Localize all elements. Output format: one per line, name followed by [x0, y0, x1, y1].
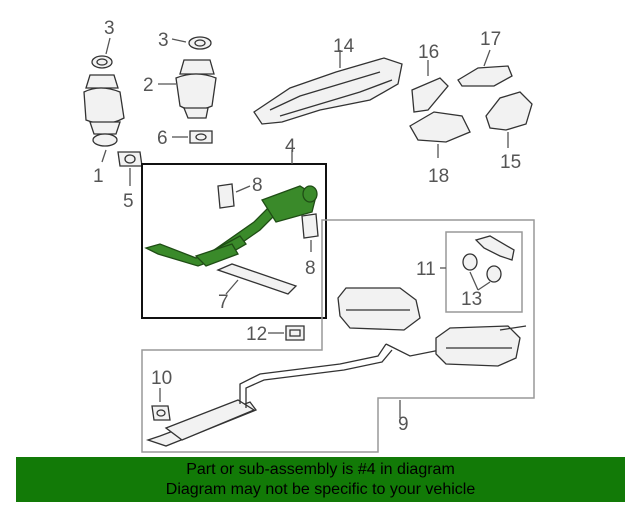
part-11-hanger[interactable]: [474, 235, 515, 261]
part-9-muffler-system[interactable]: [145, 287, 527, 447]
callout-10[interactable]: 10: [151, 368, 172, 389]
callout-17[interactable]: 17: [480, 29, 501, 50]
part-16-heat-shield[interactable]: [411, 77, 449, 113]
callout-6[interactable]: 6: [157, 128, 168, 149]
callout-1[interactable]: 1: [93, 166, 104, 187]
callout-9[interactable]: 9: [398, 414, 409, 435]
exhaust-parts-diagram: 3 1 5 3 2 6 14: [83, 18, 535, 453]
banner-line-1: Part or sub-assembly is #4 in diagram: [186, 461, 455, 478]
part-13-insulators[interactable]: [462, 253, 502, 283]
callout-15[interactable]: 15: [500, 152, 521, 173]
leader-1: [101, 149, 107, 163]
part-5-gasket[interactable]: [117, 151, 143, 167]
leader-3-left: [105, 37, 111, 55]
callout-8-lower[interactable]: 8: [305, 258, 316, 279]
part-8-insulator-lower[interactable]: [301, 213, 319, 239]
callout-5[interactable]: 5: [123, 191, 134, 212]
leader-7: [225, 279, 239, 295]
leader-8-upper: [235, 185, 251, 193]
callout-3-left[interactable]: 3: [104, 18, 115, 39]
part-8-insulator-upper[interactable]: [217, 183, 235, 209]
callout-4[interactable]: 4: [285, 136, 296, 157]
leader-17: [483, 49, 491, 67]
part-3-gasket-right[interactable]: [188, 36, 212, 50]
banner-line-2: Diagram may not be specific to your vehi…: [165, 481, 476, 498]
callout-3-right[interactable]: 3: [158, 30, 169, 51]
part-2-catalytic-converter-right[interactable]: [175, 59, 217, 119]
callout-7[interactable]: 7: [218, 292, 229, 313]
part-14-heat-shield[interactable]: [253, 57, 403, 125]
leader-13: [469, 271, 491, 291]
part-6-gasket[interactable]: [189, 130, 213, 144]
part-4-exhaust-pipe-assembly[interactable]: [144, 185, 318, 267]
info-banner: Part or sub-assembly is #4 in diagram Di…: [16, 457, 625, 502]
leader-3-right: [171, 38, 187, 43]
part-11-group-box: [445, 231, 523, 313]
part-4-highlight-box: [141, 163, 327, 319]
part-7-brace[interactable]: [216, 263, 298, 295]
callout-8-upper[interactable]: 8: [252, 175, 263, 196]
callout-2[interactable]: 2: [143, 75, 154, 96]
part-9-group-box: [141, 219, 535, 453]
callout-16[interactable]: 16: [418, 42, 439, 63]
callout-18[interactable]: 18: [428, 166, 449, 187]
part-17-heat-shield[interactable]: [457, 65, 513, 87]
part-15-heat-shield[interactable]: [485, 91, 533, 131]
part-3-gasket-left[interactable]: [91, 55, 113, 69]
part-10-gasket[interactable]: [151, 405, 171, 421]
part-1-catalytic-converter-left[interactable]: [83, 74, 125, 147]
part-12-insulator[interactable]: [285, 325, 305, 341]
part-18-heat-shield[interactable]: [409, 111, 471, 143]
callout-14[interactable]: 14: [333, 36, 355, 57]
callout-11[interactable]: 11: [416, 259, 436, 280]
callout-13[interactable]: 13: [461, 289, 482, 310]
callout-12[interactable]: 12: [246, 324, 267, 345]
